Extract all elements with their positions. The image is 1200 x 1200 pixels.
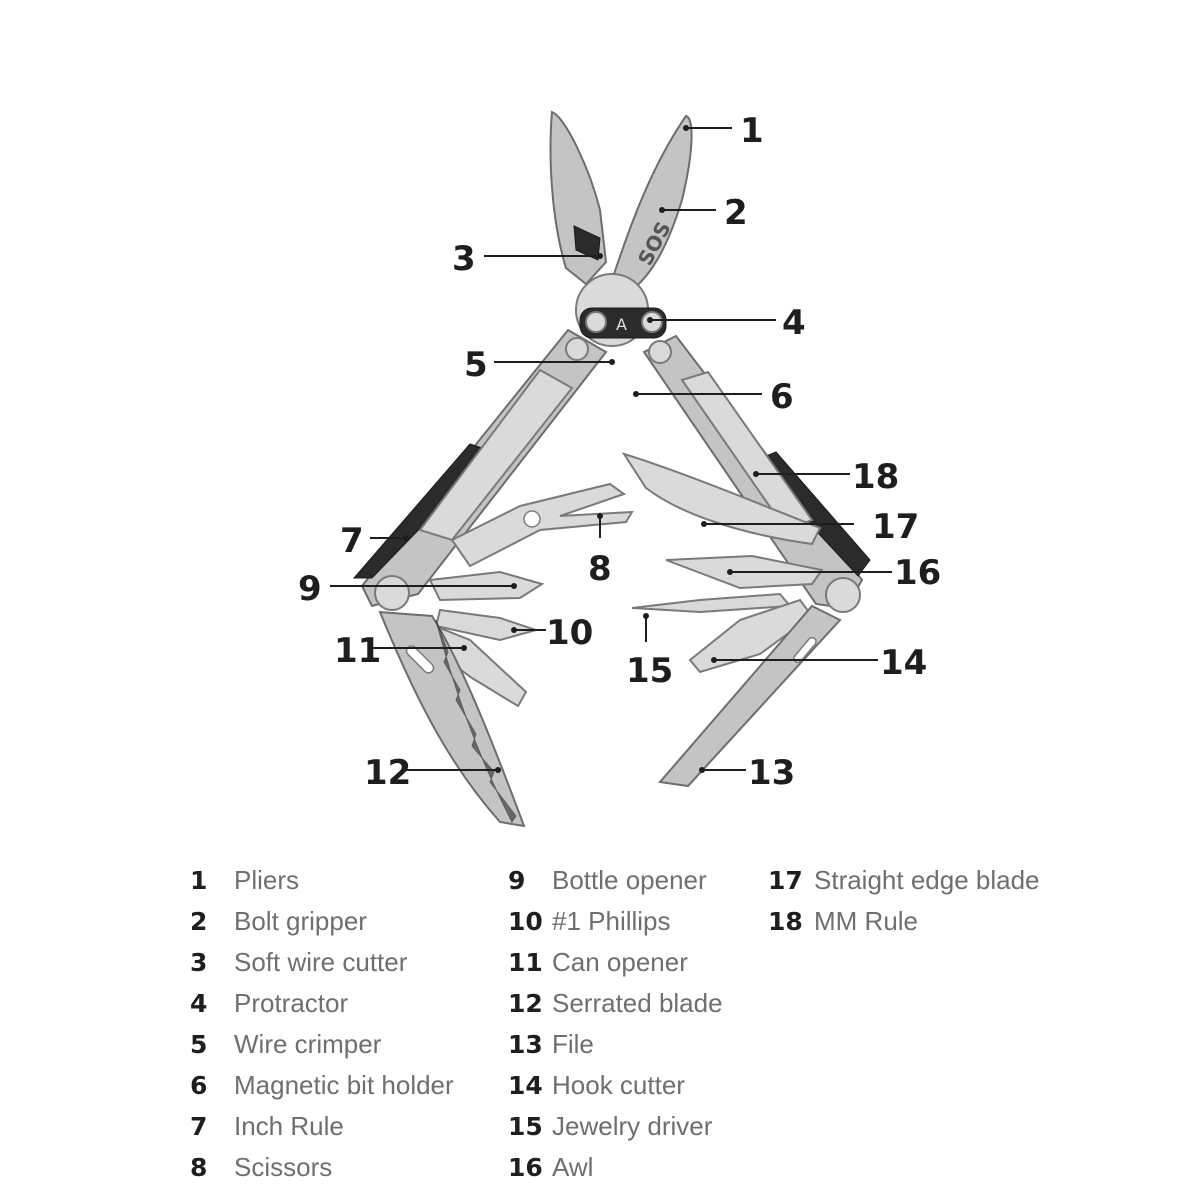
callout-9: 9 bbox=[298, 569, 322, 609]
legend-label: Magnetic bit holder bbox=[234, 1065, 454, 1106]
leader-dot-12 bbox=[495, 767, 501, 773]
callout-14: 14 bbox=[880, 643, 927, 683]
legend-number: 2 bbox=[190, 901, 207, 942]
leader-dot-15 bbox=[643, 613, 649, 619]
legend-label: Jewelry driver bbox=[552, 1106, 712, 1147]
legend-number: 10 bbox=[508, 901, 543, 942]
callout-5: 5 bbox=[464, 345, 488, 385]
callout-7: 7 bbox=[340, 521, 364, 561]
legend-number: 18 bbox=[768, 901, 803, 942]
legend-number: 17 bbox=[768, 860, 803, 901]
legend-number: 13 bbox=[508, 1024, 543, 1065]
legend-label: Inch Rule bbox=[234, 1106, 344, 1147]
legend-number: 15 bbox=[508, 1106, 543, 1147]
pivot-screw-left bbox=[586, 312, 606, 332]
callout-6: 6 bbox=[770, 377, 794, 417]
legend-number: 6 bbox=[190, 1065, 207, 1106]
leader-dot-9 bbox=[511, 583, 517, 589]
legend-number: 8 bbox=[190, 1147, 207, 1188]
legend-label: #1 Phillips bbox=[552, 901, 671, 942]
jewelry-driver-shape bbox=[632, 594, 790, 612]
legend-label: Serrated blade bbox=[552, 983, 723, 1024]
legend-label: Hook cutter bbox=[552, 1065, 685, 1106]
legend-number: 16 bbox=[508, 1147, 543, 1188]
leader-dot-2 bbox=[659, 207, 665, 213]
legend-number: 11 bbox=[508, 942, 543, 983]
callout-13: 13 bbox=[748, 753, 795, 793]
callout-4: 4 bbox=[782, 303, 806, 343]
scissors-pivot bbox=[524, 511, 540, 527]
legend-number: 4 bbox=[190, 983, 207, 1024]
handle-right-rivet bbox=[649, 341, 671, 363]
callout-numbers: 1 2 3 4 5 6 7 8 9 10 11 12 13 14 15 16 1… bbox=[298, 111, 941, 793]
callout-10: 10 bbox=[546, 613, 593, 653]
legend-label: Awl bbox=[552, 1147, 593, 1188]
legend-number: 14 bbox=[508, 1065, 543, 1106]
multitool-illustration: SOS A bbox=[354, 112, 870, 826]
leader-dot-16 bbox=[727, 569, 733, 575]
callout-8: 8 bbox=[588, 549, 612, 589]
handle-left-pivot bbox=[375, 576, 409, 610]
callout-12: 12 bbox=[364, 753, 411, 793]
legend-label: Straight edge blade bbox=[814, 860, 1040, 901]
legend-number: 5 bbox=[190, 1024, 207, 1065]
callout-16: 16 bbox=[894, 553, 941, 593]
legend-label: Soft wire cutter bbox=[234, 942, 407, 983]
legend-number: 1 bbox=[190, 860, 207, 901]
legend-number: 3 bbox=[190, 942, 207, 983]
leader-dot-18 bbox=[753, 471, 759, 477]
leader-dot-13 bbox=[699, 767, 705, 773]
leader-dot-8 bbox=[597, 513, 603, 519]
legend-label: MM Rule bbox=[814, 901, 918, 942]
leader-dot-4 bbox=[647, 317, 653, 323]
legend-label: Bolt gripper bbox=[234, 901, 367, 942]
callout-17: 17 bbox=[872, 507, 919, 547]
legend-label: Wire crimper bbox=[234, 1024, 381, 1065]
legend-label: Can opener bbox=[552, 942, 688, 983]
handle-right-pivot bbox=[826, 578, 860, 612]
leader-dot-5 bbox=[609, 359, 615, 365]
protractor-mark: A bbox=[616, 315, 627, 334]
legend-label: Protractor bbox=[234, 983, 348, 1024]
handle-left-rivet bbox=[566, 338, 588, 360]
leader-dot-3 bbox=[597, 253, 603, 259]
leader-dot-14 bbox=[711, 657, 717, 663]
leader-dot-17 bbox=[701, 521, 707, 527]
leader-dot-1 bbox=[683, 125, 689, 131]
legend-label: Pliers bbox=[234, 860, 299, 901]
leader-dot-11 bbox=[461, 645, 467, 651]
callout-15: 15 bbox=[626, 651, 673, 691]
callout-11: 11 bbox=[334, 631, 381, 671]
callout-2: 2 bbox=[724, 193, 748, 233]
legend-label: Bottle opener bbox=[552, 860, 707, 901]
legend-number: 7 bbox=[190, 1106, 207, 1147]
legend-label: File bbox=[552, 1024, 594, 1065]
callout-1: 1 bbox=[740, 111, 764, 151]
legend-number: 12 bbox=[508, 983, 543, 1024]
leader-dot-6 bbox=[633, 391, 639, 397]
leader-dot-7 bbox=[403, 535, 409, 541]
callout-3: 3 bbox=[452, 239, 476, 279]
legend-number: 9 bbox=[508, 860, 525, 901]
multitool-diagram: SOS A bbox=[0, 0, 1200, 830]
legend-label: Scissors bbox=[234, 1147, 332, 1188]
callout-18: 18 bbox=[852, 457, 899, 497]
leader-dot-10 bbox=[511, 627, 517, 633]
